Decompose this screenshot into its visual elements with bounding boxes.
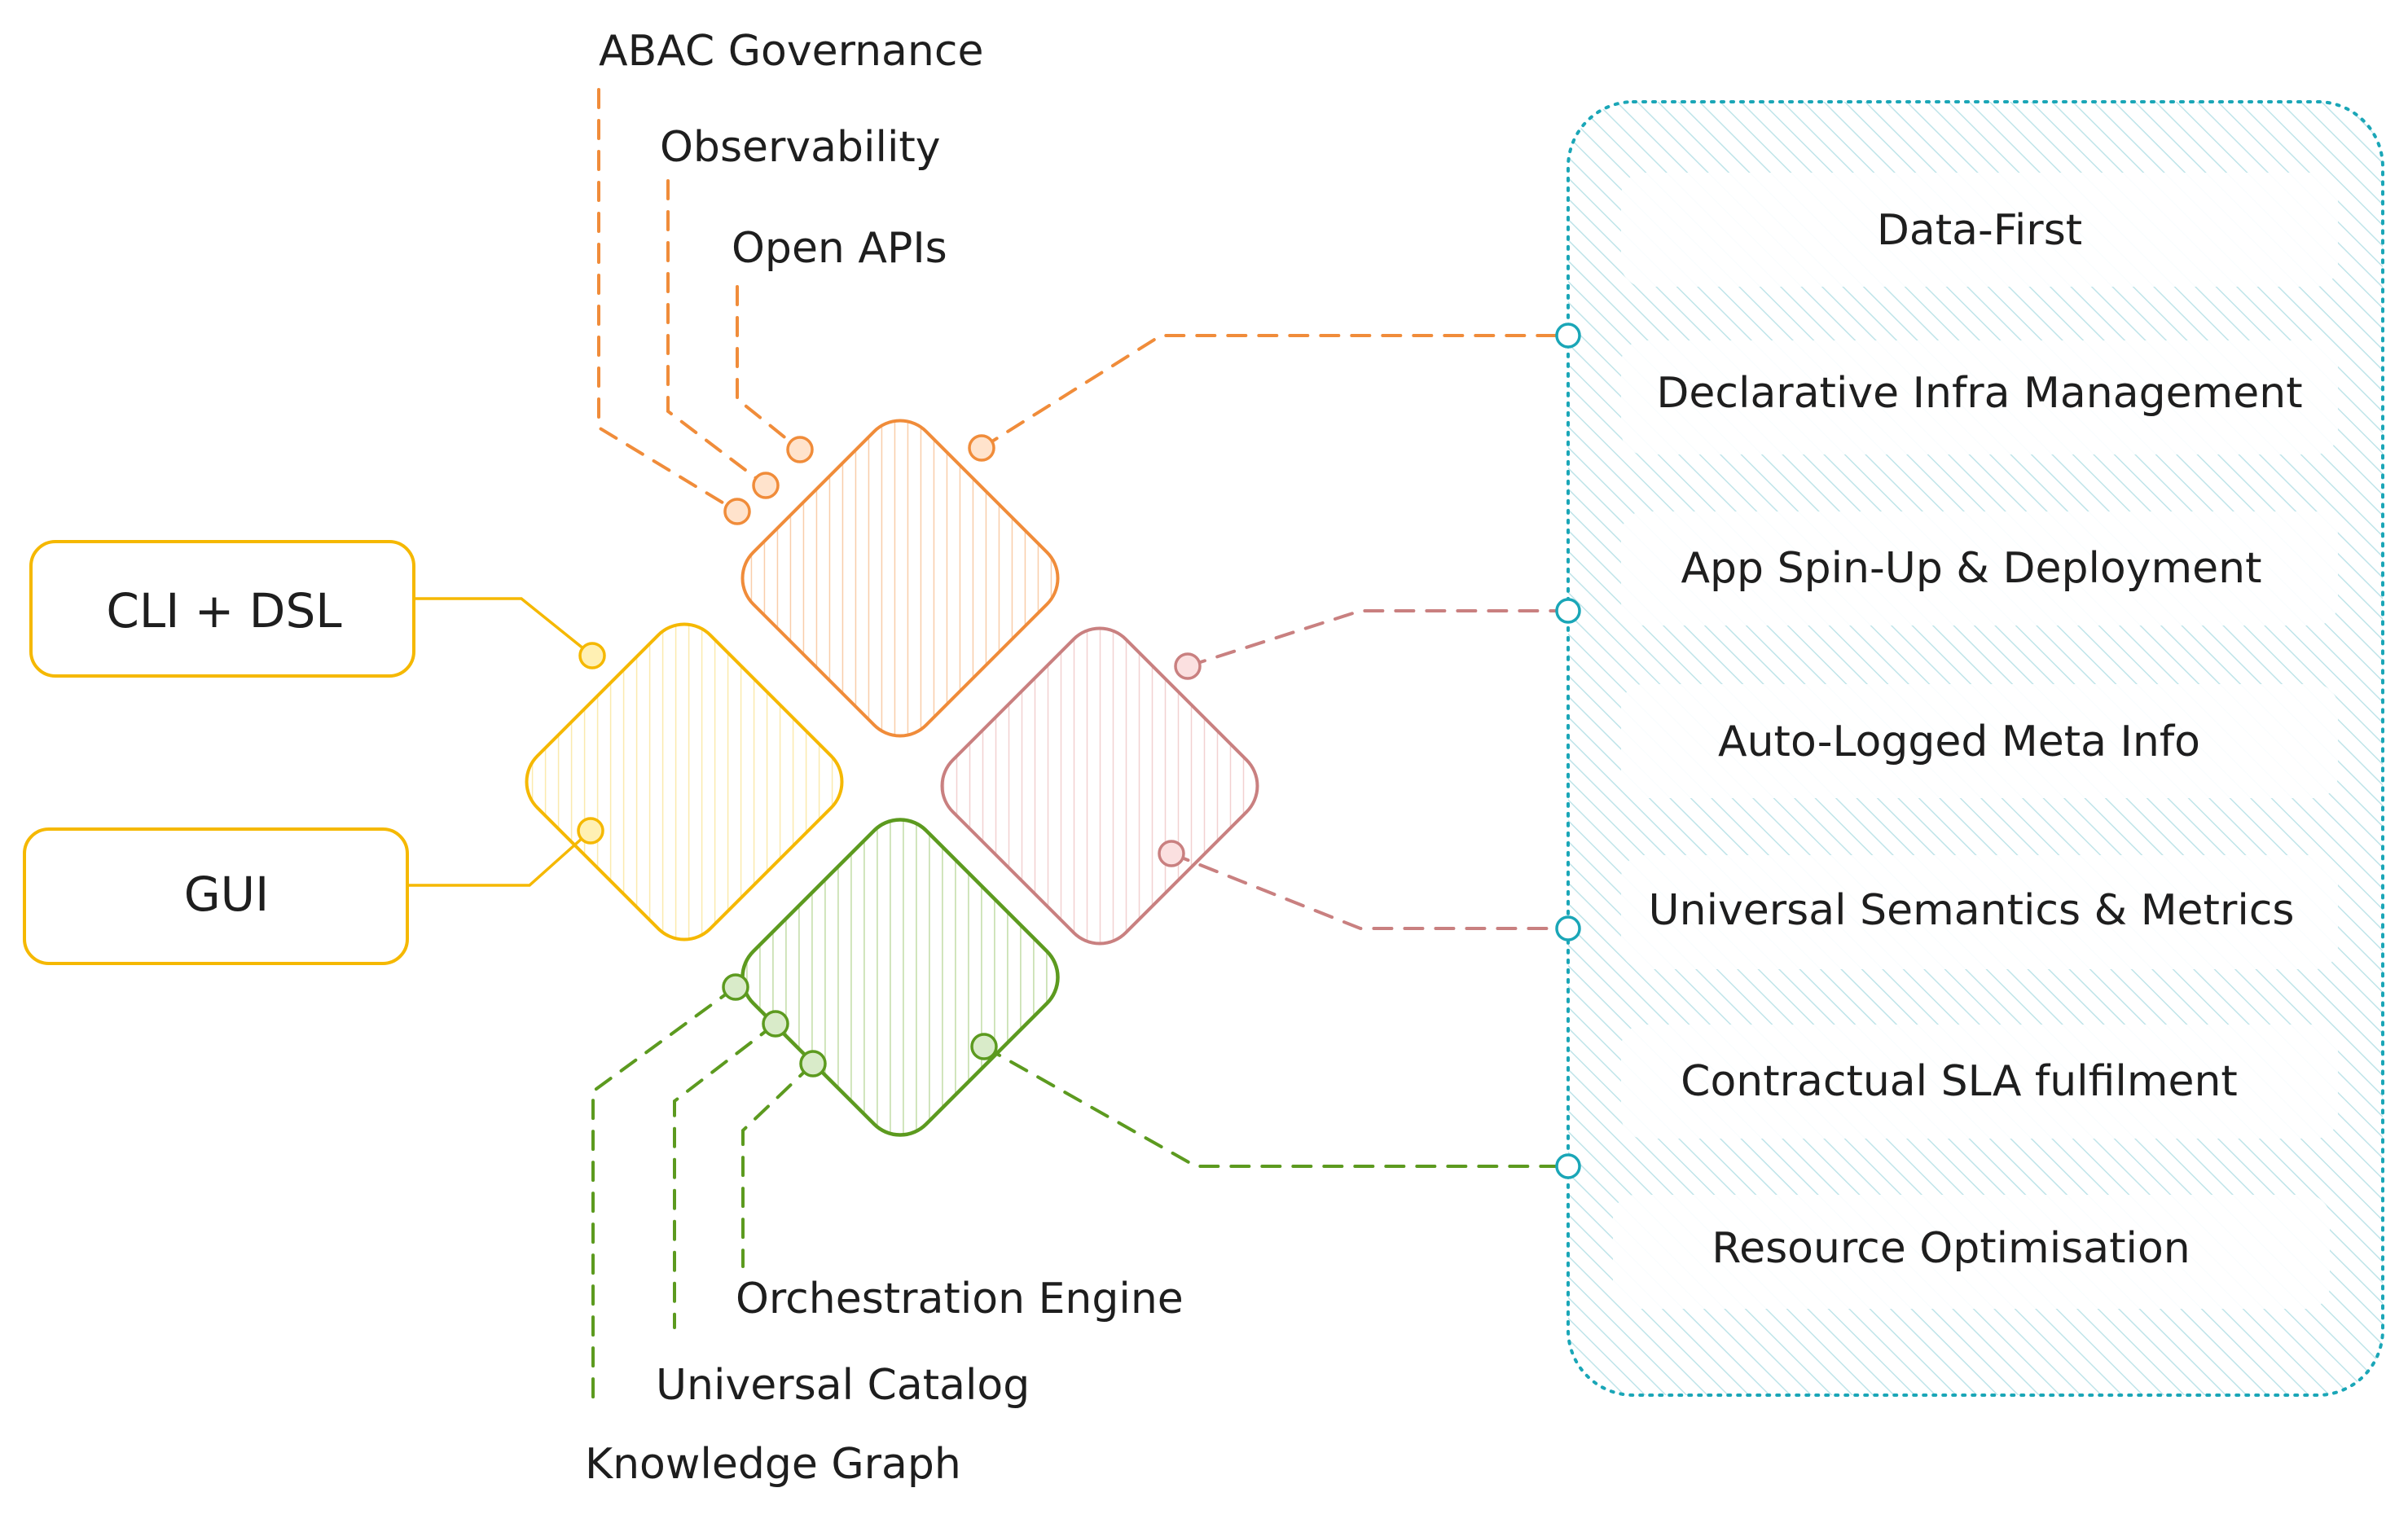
label-knowledge-graph: Knowledge Graph [585, 1440, 961, 1489]
point-green-right [970, 1033, 998, 1060]
point-knowledge-graph [722, 973, 749, 1001]
interface-box-cli: CLI + DSL [29, 540, 415, 678]
point-cli [578, 642, 606, 669]
point-pink-bottom [1158, 840, 1185, 867]
bottom-labels: Orchestration Engine Universal Catalog K… [585, 1275, 1184, 1489]
interface-connectors [409, 597, 594, 887]
label-abac-governance: ABAC Governance [599, 27, 983, 76]
point-orange-right [968, 434, 995, 462]
connector-orchestration [741, 1062, 815, 1268]
feature-card-data-first: Data-First [1621, 173, 2338, 287]
feature-card-declarative-infra: Declarative Infra Management [1621, 340, 2338, 454]
interface-box-gui: GUI [23, 827, 409, 965]
panel-point-4 [1555, 1153, 1581, 1179]
connector-abac [597, 88, 739, 513]
feature-label: Declarative Infra Management [1656, 369, 2302, 418]
point-orchestration [799, 1050, 827, 1078]
feature-list: Data-First Declarative Infra Management … [1613, 173, 2338, 1309]
connector-orange-panel [980, 334, 1570, 450]
feature-label: Data-First [1877, 206, 2082, 255]
connector-pink-panel-bottom [1170, 852, 1570, 930]
connector-open-apis [736, 285, 802, 451]
feature-label: App Spin-Up & Deployment [1681, 544, 2261, 593]
feature-label: Contractual SLA fulfilment [1681, 1057, 2238, 1106]
connector-knowledge-graph [591, 985, 737, 1407]
point-gui [577, 817, 604, 845]
feature-card-auto-logged: Auto-Logged Meta Info [1621, 684, 2338, 798]
feature-card-app-spin-up: App Spin-Up & Deployment [1621, 511, 2338, 625]
interface-label: GUI [184, 867, 270, 922]
feature-label: Universal Semantics & Metrics [1649, 886, 2295, 935]
connector-observability [666, 179, 767, 487]
diamond-left-yellow [525, 622, 844, 941]
connector-gui [409, 829, 592, 887]
label-universal-catalog: Universal Catalog [656, 1361, 1030, 1410]
panel-point-1 [1555, 323, 1581, 349]
connection-points [577, 323, 1581, 1179]
feature-card-universal-semantics: Universal Semantics & Metrics [1621, 855, 2338, 969]
connectors [591, 88, 1570, 1407]
connector-pink-panel-top [1186, 609, 1570, 668]
connector-cli [415, 597, 594, 657]
label-open-apis: Open APIs [732, 224, 947, 273]
diamond-top-orange [740, 419, 1060, 738]
feature-label: Resource Optimisation [1712, 1224, 2190, 1273]
connector-green-panel [982, 1045, 1570, 1168]
point-observability [752, 472, 780, 499]
connector-universal-catalog [673, 1022, 777, 1329]
feature-card-contractual-sla: Contractual SLA fulfilment [1621, 1025, 2338, 1139]
point-universal-catalog [762, 1010, 789, 1038]
label-observability: Observability [660, 123, 941, 172]
panel-point-2 [1555, 598, 1581, 624]
top-labels: ABAC Governance Observability Open APIs [599, 27, 983, 273]
point-abac [723, 498, 751, 525]
point-open-apis [786, 436, 814, 463]
panel-point-3 [1555, 915, 1581, 941]
feature-label: Auto-Logged Meta Info [1718, 718, 2200, 766]
point-pink-top [1174, 652, 1202, 680]
interface-label: CLI + DSL [106, 583, 341, 639]
label-orchestration-engine: Orchestration Engine [736, 1275, 1184, 1323]
feature-card-resource-optimisation: Resource Optimisation [1613, 1195, 2330, 1309]
